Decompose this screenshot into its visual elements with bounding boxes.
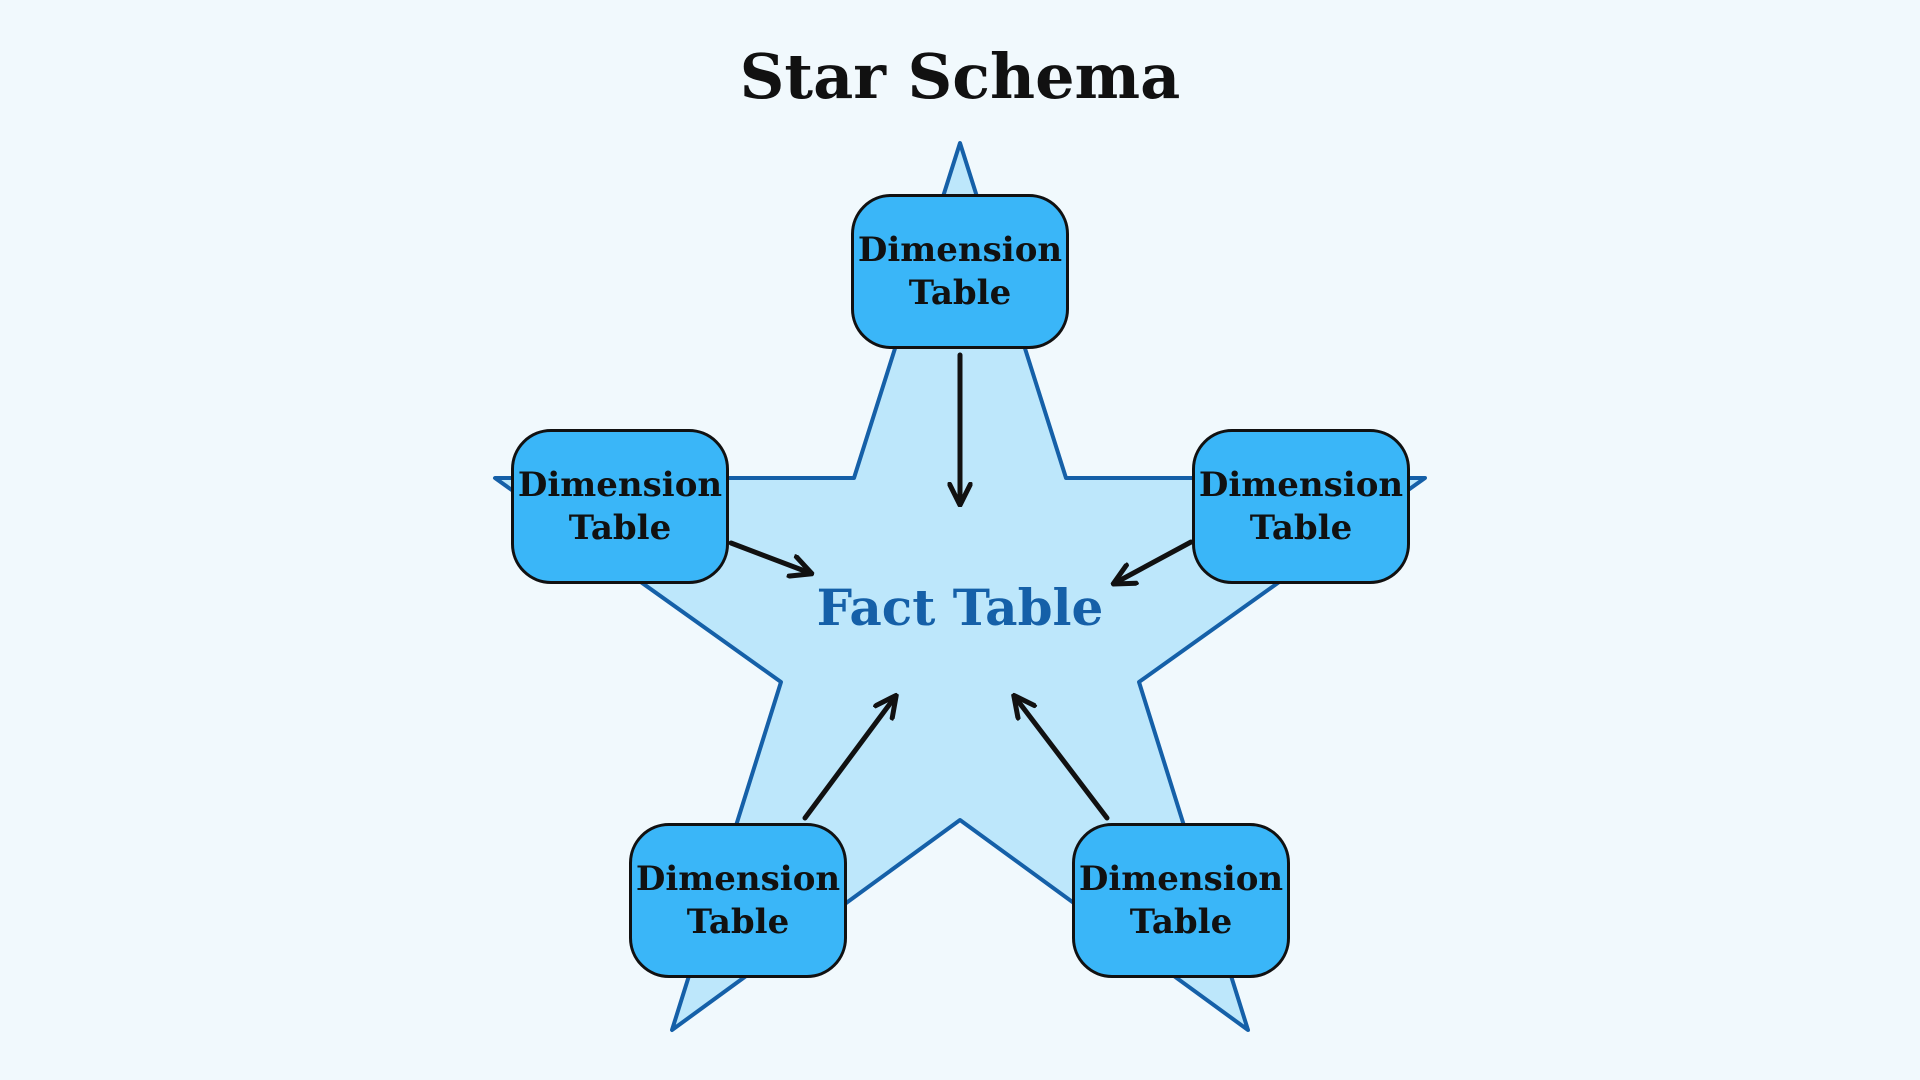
arrow-bottom-right-to-fact	[1015, 697, 1110, 821]
dimension-table-bottom-right: Dimension Table	[1072, 823, 1290, 978]
dimension-table-label-line1: Dimension	[517, 465, 723, 505]
dimension-table-label-line1: Dimension	[1198, 465, 1404, 505]
dimension-table-label-line1: Dimension	[1078, 859, 1284, 899]
dimension-table-label-line2: Table	[1129, 901, 1233, 942]
diagram-title: Star Schema	[739, 40, 1181, 113]
dimension-table-top: Dimension Table	[851, 194, 1069, 349]
arrow-right-to-fact	[1115, 539, 1194, 583]
dimension-table-left: Dimension Table	[511, 429, 729, 584]
dimension-table-label-line1: Dimension	[635, 859, 841, 899]
dimension-table-label-line2: Table	[1249, 507, 1353, 548]
dimension-table-bottom-left: Dimension Table	[629, 823, 847, 978]
dimension-table-label-line1: Dimension	[857, 230, 1063, 270]
dimension-table-label-line2: Table	[568, 507, 672, 548]
arrow-left-to-fact	[728, 540, 810, 573]
dimension-table-label-line2: Table	[908, 272, 1012, 313]
dimension-table-label-line2: Table	[686, 901, 790, 942]
arrow-bottom-left-to-fact	[802, 697, 895, 821]
fact-table-label: Fact Table	[816, 578, 1104, 637]
dimension-table-right: Dimension Table	[1192, 429, 1410, 584]
